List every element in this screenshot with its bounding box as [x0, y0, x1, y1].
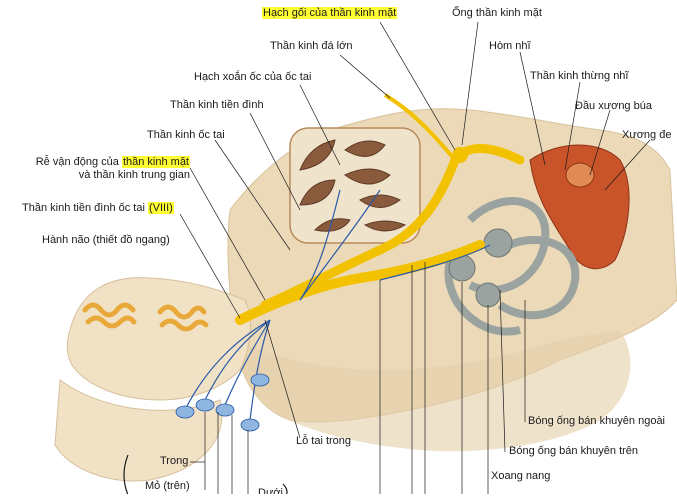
- greater-petrosal-nerve: [383, 93, 457, 162]
- label-anterior-ampulla: Bóng ống bán khuyên trên: [509, 445, 639, 457]
- leader-lines: [179, 21, 651, 494]
- brainstem-nucleus-left: [82, 302, 137, 329]
- brainstem-lower: [54, 379, 223, 482]
- ossicle: [565, 162, 595, 188]
- brainstem-section: [66, 277, 251, 401]
- label-lateral-ampulla: Bóng ống bán khuyên ngoài: [528, 415, 666, 427]
- facial-nerve: [260, 143, 525, 310]
- semicircular-canals: [444, 197, 580, 336]
- brace: [123, 454, 129, 496]
- blue-fibers: [184, 189, 491, 421]
- label-inferior-partial: Dưới: [258, 487, 283, 494]
- label-stapes: Xương đe: [622, 129, 672, 141]
- blue-ganglia: [175, 373, 270, 432]
- label-superior: Mỏ (trên): [145, 480, 190, 492]
- label-utricle: Xoang nang: [491, 470, 551, 482]
- label-chorda-tympani: Thần kinh thừng nhĩ: [530, 70, 629, 82]
- vestibulocochlear-nerve: [235, 240, 485, 325]
- label-vestibulocochlear: Thần kinh tiền đình ốc tai (VIII): [22, 202, 174, 214]
- middle-ear-cavity: [529, 144, 630, 270]
- label-vestibular-nerve: Thần kinh tiền đình: [170, 99, 264, 111]
- label-spiral-ganglion: Hạch xoắn ốc của ốc tai: [194, 71, 312, 83]
- brace-right: [282, 483, 288, 497]
- label-cochlear-nerve: Thần kinh ốc tai: [147, 129, 225, 141]
- label-greater-petrosal: Thần kinh đá lớn: [270, 40, 353, 52]
- brainstem-nucleus-right: [157, 304, 209, 332]
- label-brainstem: Hành não (thiết đồ ngang): [42, 234, 170, 246]
- label-facial-canal: Ống thần kinh mặt: [452, 7, 542, 19]
- label-malleus-head: Đầu xương búa: [575, 100, 652, 112]
- label-medial: Trong: [160, 455, 189, 467]
- lower-bone: [235, 330, 631, 452]
- label-internal-meatus: Lỗ tai trong: [296, 435, 352, 447]
- vestibule: [448, 228, 513, 308]
- geniculate-ganglion-dot: [452, 147, 468, 163]
- label-tympanic-cavity: Hòm nhĩ: [489, 40, 531, 52]
- cochlea-chambers: [299, 139, 407, 232]
- label-geniculate-ganglion: Hạch gối của thần kinh mặt: [262, 7, 398, 19]
